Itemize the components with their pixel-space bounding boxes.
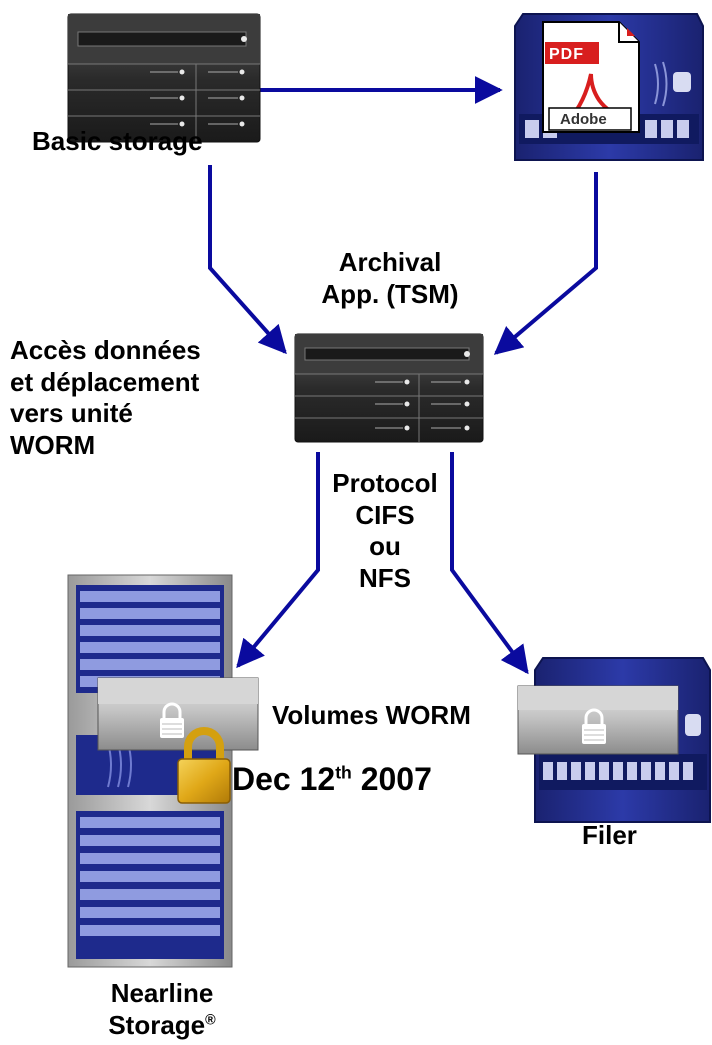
worm-volume-icon [517, 685, 679, 755]
server-icon [67, 13, 261, 143]
flow-arrows [208, 76, 598, 675]
storage-rack-icon [67, 574, 233, 968]
arrow-pdf-to-archival [493, 172, 598, 355]
nearline-storage-label: Nearline Storage® [62, 978, 262, 1041]
padlock-icon [177, 727, 231, 804]
pdf-document-icon [542, 21, 640, 133]
date-year: 2007 [351, 761, 432, 797]
protocol-line-3: ou [369, 531, 401, 562]
padlock-icon [160, 702, 184, 738]
nearline-line-1: Nearline [110, 978, 214, 1008]
pdf-brand-label: Adobe [560, 111, 607, 128]
protocol-line-2: CIFS [355, 499, 415, 530]
archival-app-line-1: Archival [338, 247, 442, 277]
volumes-worm-label: Volumes WORM [272, 700, 471, 730]
filer-label: Filer [582, 820, 637, 850]
arrow-archival-to-filer [450, 452, 529, 675]
padlock-icon [582, 708, 606, 744]
basic-storage-label: Basic storage [32, 126, 203, 156]
date-main: Dec 12 [232, 761, 336, 797]
date-label: Dec 12th 2007 [232, 760, 432, 799]
access-note-label: Accès données et déplacement vers unité … [10, 335, 201, 462]
nearline-line-2: Storage® [62, 1010, 262, 1042]
archival-app-label: Archival App. (TSM) [290, 247, 490, 310]
archival-app-line-2: App. (TSM) [321, 278, 459, 309]
protocol-line-4: NFS [359, 563, 411, 594]
access-note-line-1: Accès données [10, 335, 201, 365]
protocol-line-1: Protocol [332, 468, 438, 498]
date-ordinal: th [335, 762, 352, 783]
server-icon [294, 333, 484, 443]
worm-volume-icon [97, 677, 259, 751]
access-note-line-3: vers unité [10, 398, 133, 429]
arrow-basic-to-archival [208, 165, 287, 355]
protocol-label: Protocol CIFS ou NFS [310, 468, 460, 595]
access-note-line-4: WORM [10, 430, 96, 461]
nearline-line-2-text: Storage [108, 1009, 206, 1040]
pdf-badge-label: PDF [549, 46, 584, 63]
registered-mark: ® [205, 1012, 216, 1029]
arrow-archival-to-nearline [236, 452, 320, 669]
access-note-line-2: et déplacement [10, 366, 200, 397]
